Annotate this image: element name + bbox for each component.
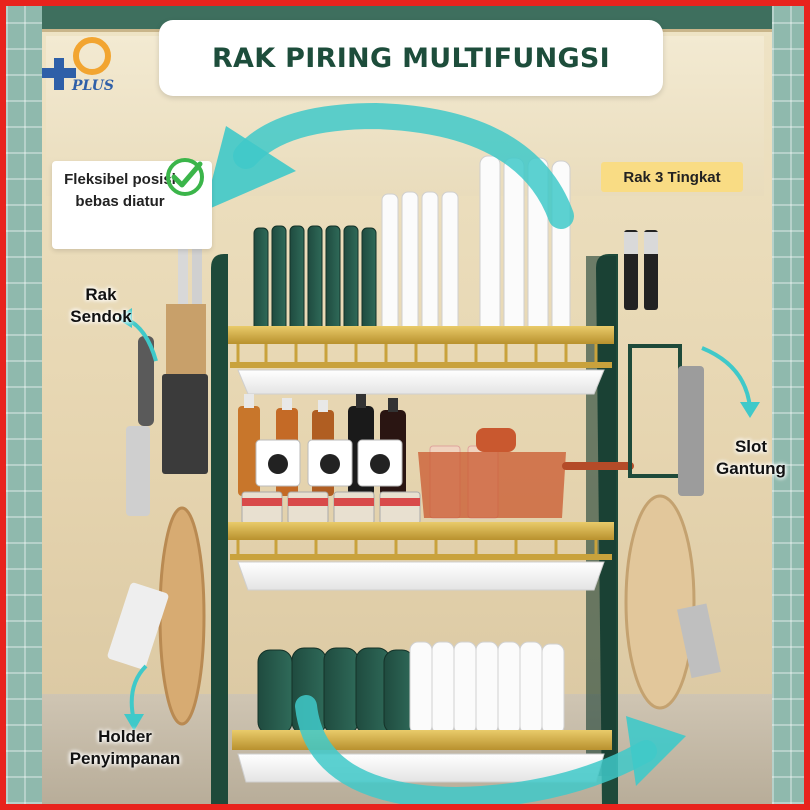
check-icon xyxy=(166,158,204,196)
hanging-slot-label: Slot Gantung xyxy=(716,437,786,478)
dish-rack-illustration xyxy=(107,102,760,804)
storage-holder-label: Holder Penyimpanan xyxy=(69,727,181,768)
page-title: RAK PIRING MULTIFUNGSI xyxy=(211,42,611,74)
wall-tiles-left xyxy=(6,6,42,804)
curved-arrow-icon xyxy=(701,346,760,418)
curved-arrow-icon xyxy=(204,102,574,229)
title-banner: RAK PIRING MULTIFUNGSI xyxy=(159,20,663,96)
bottom-tier xyxy=(232,641,612,783)
curved-arrow-icon xyxy=(124,664,148,731)
spoon-rack-label: Rak Sendok xyxy=(70,285,132,326)
left-accessories xyxy=(107,228,208,726)
middle-tier xyxy=(228,394,634,591)
logo-text: PLUS xyxy=(72,78,114,94)
curved-arrow-icon xyxy=(116,308,158,362)
flexible-callout-text: Fleksibel posisi bebas diatur xyxy=(64,171,176,210)
flexible-callout: Fleksibel posisi bebas diatur xyxy=(52,161,212,249)
right-accessories xyxy=(624,230,721,710)
tiers-badge: Rak 3 Tingkat xyxy=(601,162,743,192)
curved-arrow-icon xyxy=(295,695,686,804)
plus-logo-icon xyxy=(42,37,111,90)
wall-tiles-right xyxy=(772,6,804,804)
